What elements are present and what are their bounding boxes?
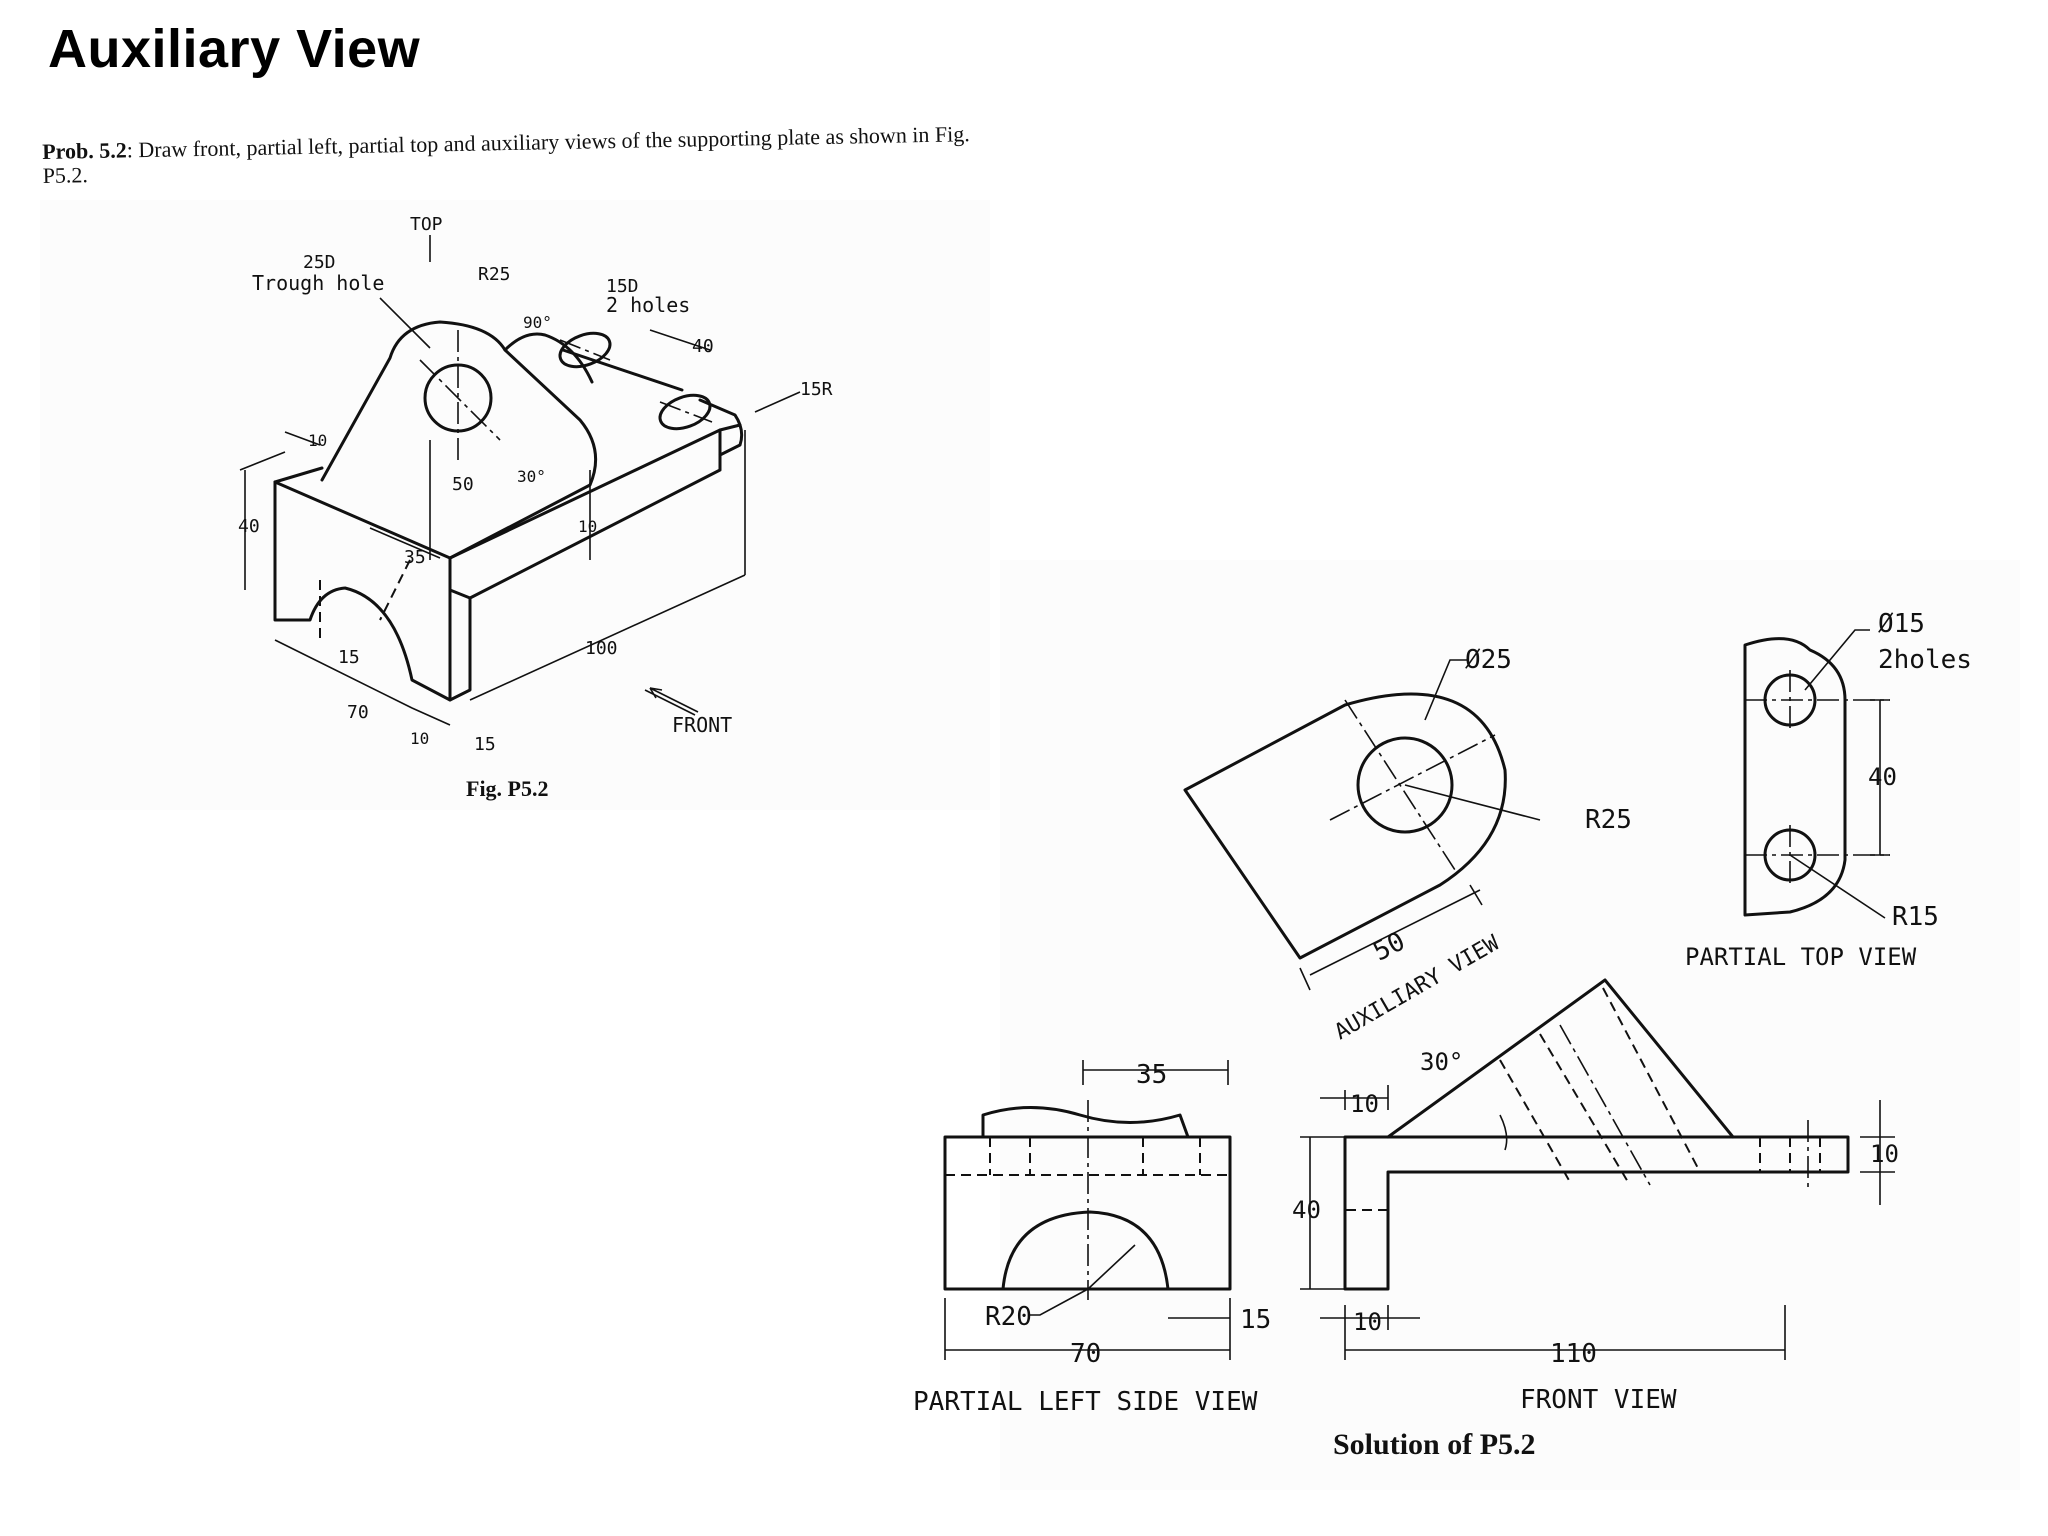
solution-caption: Solution of P5.2 bbox=[1333, 1428, 1536, 1461]
front-label-10-top: 10 bbox=[1350, 1090, 1379, 1118]
iso-hidden-lines bbox=[319, 559, 411, 640]
left-top-wave bbox=[981, 1106, 1190, 1139]
solution-paper bbox=[1000, 560, 2020, 1490]
top-label-2holes: 2holes bbox=[1878, 645, 1972, 675]
iso-front-arrow bbox=[649, 687, 699, 713]
top-dims bbox=[1789, 629, 1890, 919]
iso-label-r25: R25 bbox=[478, 264, 511, 285]
iso-label-10-left: 10 bbox=[308, 431, 327, 450]
iso-hole-2 bbox=[658, 393, 712, 431]
iso-label-30: 30° bbox=[517, 467, 546, 486]
top-label-dia: Ø15 bbox=[1878, 609, 1925, 639]
iso-centerlines bbox=[419, 330, 713, 460]
iso-plate-top-back bbox=[561, 348, 744, 457]
front-view: 30° 10 40 10 110 10 FRONT VIEW bbox=[1292, 978, 1899, 1415]
figure-caption: Fig. P5.2 bbox=[466, 776, 549, 801]
iso-label-25d: 25D bbox=[303, 252, 336, 273]
iso-dim-lines bbox=[239, 235, 801, 726]
iso-label-40-top: 40 bbox=[692, 336, 714, 357]
isometric-figure: TOP 25D Trough hole R25 15D 2 holes 90° … bbox=[238, 214, 833, 755]
aux-outline bbox=[1183, 692, 1507, 960]
iso-label-100: 100 bbox=[585, 638, 618, 659]
iso-left-block-top bbox=[273, 466, 324, 484]
partial-left-side-view: 35 R20 70 15 PARTIAL LEFT SIDE VIEW bbox=[913, 1060, 1271, 1417]
front-centerlines bbox=[1559, 1024, 1809, 1190]
front-hidden-lines bbox=[1345, 987, 1821, 1211]
left-dims bbox=[944, 1060, 1231, 1360]
front-dims bbox=[1300, 1085, 1895, 1360]
front-view-name: FRONT VIEW bbox=[1520, 1385, 1677, 1415]
aux-dims bbox=[1299, 659, 1541, 991]
front-label-110: 110 bbox=[1550, 1339, 1597, 1369]
iso-base-top-edge bbox=[273, 423, 742, 560]
figure-paper bbox=[40, 200, 990, 810]
aux-label-dia: Ø25 bbox=[1465, 645, 1512, 675]
top-view-name: PARTIAL TOP VIEW bbox=[1685, 943, 1917, 971]
iso-hole-1 bbox=[558, 331, 612, 369]
iso-lug-side bbox=[503, 332, 594, 384]
iso-label-top: TOP bbox=[410, 214, 443, 235]
left-label-r20: R20 bbox=[985, 1302, 1032, 1332]
top-centerlines bbox=[1745, 670, 1890, 885]
iso-base-plate-right bbox=[448, 428, 722, 702]
iso-label-15-a: 15 bbox=[338, 647, 360, 668]
iso-label-10-mid: 10 bbox=[578, 517, 597, 536]
front-label-10-bottom: 10 bbox=[1353, 1308, 1382, 1336]
front-inclined-lug bbox=[1386, 978, 1735, 1139]
partial-top-view: Ø15 2holes 40 R15 PARTIAL TOP VIEW bbox=[1685, 609, 1972, 971]
top-outline bbox=[1743, 637, 1847, 917]
iso-label-trough-hole: Trough hole bbox=[252, 271, 384, 295]
iso-label-70: 70 bbox=[347, 702, 369, 723]
iso-label-40-left: 40 bbox=[238, 516, 260, 537]
page-title: Auxiliary View bbox=[48, 19, 421, 79]
iso-label-2-holes: 2 holes bbox=[606, 293, 690, 317]
iso-inclined-lug bbox=[320, 320, 598, 560]
aux-label-r25: R25 bbox=[1585, 805, 1632, 835]
front-label-30: 30° bbox=[1420, 1048, 1463, 1076]
aux-centerlines bbox=[1329, 699, 1496, 871]
iso-label-front: FRONT bbox=[672, 713, 732, 737]
iso-label-50: 50 bbox=[452, 474, 474, 495]
iso-label-15-bottom: 15 bbox=[474, 734, 496, 755]
left-arch bbox=[1001, 1210, 1170, 1291]
front-label-40: 40 bbox=[1292, 1196, 1321, 1224]
left-label-15: 15 bbox=[1240, 1305, 1271, 1335]
top-label-40: 40 bbox=[1868, 763, 1897, 791]
left-label-70: 70 bbox=[1070, 1339, 1101, 1369]
iso-label-35: 35 bbox=[404, 547, 426, 568]
iso-label-10-bottom: 10 bbox=[410, 729, 429, 748]
top-label-r15: R15 bbox=[1892, 902, 1939, 932]
iso-label-15r: 15R bbox=[800, 379, 833, 400]
aux-hole bbox=[1356, 736, 1454, 834]
front-label-10-thk: 10 bbox=[1870, 1140, 1899, 1168]
iso-label-90: 90° bbox=[523, 313, 552, 332]
left-label-35: 35 bbox=[1136, 1060, 1167, 1090]
left-hidden-lines bbox=[945, 1137, 1230, 1176]
iso-label-15d: 15D bbox=[606, 276, 639, 297]
left-view-name: PARTIAL LEFT SIDE VIEW bbox=[913, 1387, 1258, 1417]
